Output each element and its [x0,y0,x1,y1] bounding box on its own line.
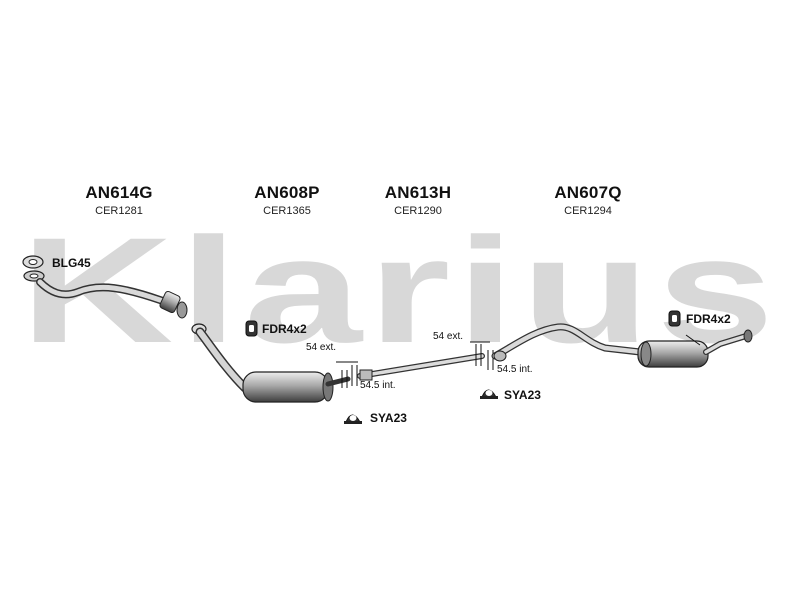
part-an607q: AN607Q CER1294 [528,183,648,217]
front-pipe-an614g [36,278,188,319]
left-joint-int: 54.5 int. [360,380,396,391]
fdr4x2-label-right: FDR4x2 [686,312,731,326]
rear-box-an607q [491,323,753,368]
sya23-label-left: SYA23 [370,411,407,425]
centre-box-an608p [191,323,351,403]
part-ref: CER1365 [263,205,311,217]
sya23-clamp-icon [344,414,362,424]
fdr4x2-label-left: FDR4x2 [262,322,307,336]
part-code: AN614G [85,183,153,202]
blg45-gasket-icon [22,255,44,269]
part-an613h: AN613H CER1290 [358,183,478,217]
left-joint-ext: 54 ext. [306,342,337,353]
part-code: AN608P [254,183,320,202]
part-ref: CER1294 [564,205,612,217]
part-ref: CER1290 [394,205,442,217]
right-joint-int: 54.5 int. [497,364,533,375]
right-joint-ext: 54 ext. [433,331,464,342]
part-code: AN613H [384,183,452,202]
fdr4x2-mount-icon [668,310,681,327]
middle-pipe-an613h [357,353,485,381]
sya23-clamp-icon [480,389,498,399]
left-joint-marks [336,361,358,388]
part-code: AN607Q [554,183,622,202]
fdr4x2-mount-icon [245,320,258,337]
sya23-label-right: SYA23 [504,388,541,402]
part-an608p: AN608P CER1365 [227,183,347,217]
part-an614g: AN614G CER1281 [59,183,179,217]
part-ref: CER1281 [95,205,143,217]
blg45-label: BLG45 [52,256,91,270]
